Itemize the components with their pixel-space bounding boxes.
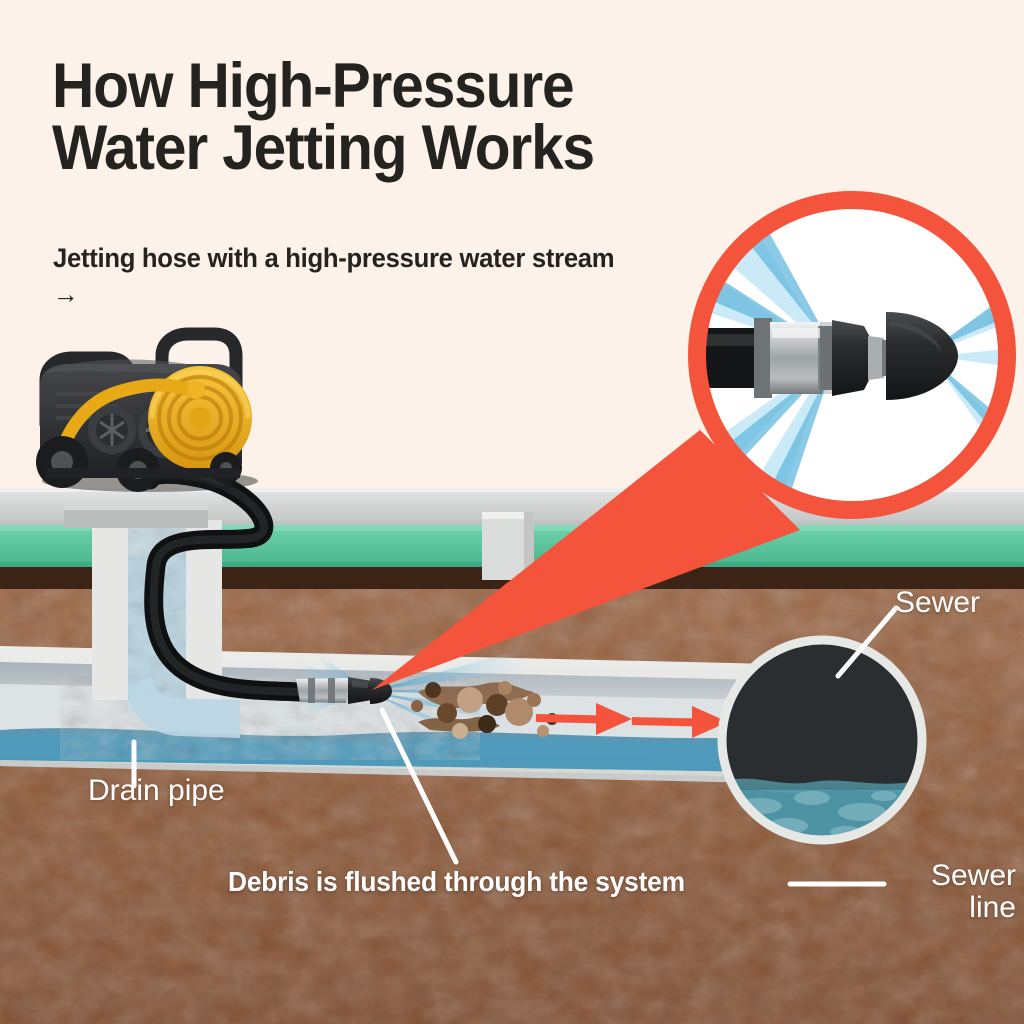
label-sewer-line-2: line — [969, 891, 1016, 925]
flow-arrow-1 — [535, 703, 632, 735]
pressure-jetter-machine — [36, 327, 258, 492]
label-debris-flushed: Debris is flushed through the system — [228, 866, 685, 897]
label-sewer-line: Sewer line — [898, 859, 1016, 925]
page-title: How High-Pressure Water Jetting Works — [52, 51, 759, 183]
title-line-1: How High-Pressure — [52, 51, 575, 121]
label-sewer-line-1: Sewer — [930, 859, 1016, 892]
flow-arrow-2 — [631, 706, 728, 738]
title-line-2: Water Jetting Works — [52, 112, 595, 183]
magnifier-cone — [372, 430, 800, 690]
concrete-curb-block — [482, 512, 534, 580]
leader-lines — [131, 605, 899, 887]
subtitle: Jetting hose with a high-pressure water … — [53, 243, 615, 309]
debris-cluster — [411, 681, 558, 739]
flow-arrows — [535, 703, 728, 738]
label-sewer: Sewer — [895, 586, 981, 619]
leader-sewer — [835, 605, 899, 679]
magnifier-callout-circle — [688, 191, 1016, 519]
label-drain-pipe: Drain pipe — [88, 774, 225, 807]
leader-debris — [379, 707, 459, 865]
